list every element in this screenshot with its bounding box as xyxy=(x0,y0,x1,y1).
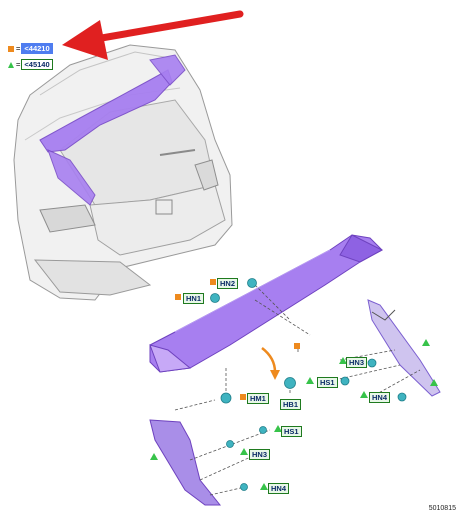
fastener-hn3-right-icon xyxy=(367,358,377,368)
fastener-hm1-icon xyxy=(220,392,232,404)
legend-item-orange: =<44210 xyxy=(8,43,53,54)
fastener-hn3-bottom-icon xyxy=(226,440,234,448)
callout-hs1-right: HS1 xyxy=(317,377,338,388)
callout-hm1: HM1 xyxy=(247,393,269,404)
fastener-hn2-icon xyxy=(247,278,257,288)
callout-hn4-bottom: HN4 xyxy=(268,483,290,494)
fastener-hs1-right-icon xyxy=(340,376,350,386)
vehicle-illustration xyxy=(13,44,233,301)
callout-hn4-right: HN4 xyxy=(369,392,391,403)
green-triangle-markers xyxy=(150,339,438,490)
callout-hn1: HN1 xyxy=(183,293,205,304)
fastener-hb1-icon xyxy=(284,377,296,389)
green-triangle-icon xyxy=(8,62,14,68)
orange-square-icon xyxy=(8,46,14,52)
spoiler-left-endcap xyxy=(149,419,222,506)
callout-hn3-right: HN3 xyxy=(346,357,368,368)
legend-label-green: <45140 xyxy=(21,59,53,70)
callout-hn3-bottom: HN3 xyxy=(249,449,271,460)
fastener-hn4-bottom-icon xyxy=(240,483,248,491)
fastener-hs1-bottom-icon xyxy=(259,426,267,434)
fastener-hn4-right-icon xyxy=(397,392,407,402)
document-number: 5010815 xyxy=(428,505,456,512)
callout-hb1: HB1 xyxy=(280,399,302,410)
fastener-hn1-icon xyxy=(210,293,220,303)
legend-label-orange: <44210 xyxy=(21,43,53,54)
spoiler-right-endcap xyxy=(367,299,441,397)
orange-curve-arrow-icon xyxy=(261,347,280,380)
legend-item-green: =<45140 xyxy=(8,59,53,70)
orange-square-markers xyxy=(175,279,300,400)
callout-hn2: HN2 xyxy=(217,278,239,289)
callout-hs1-bottom: HS1 xyxy=(281,426,302,437)
fasteners xyxy=(210,278,407,491)
rear-spoiler-main xyxy=(149,234,384,373)
red-arrow-icon xyxy=(62,10,244,60)
